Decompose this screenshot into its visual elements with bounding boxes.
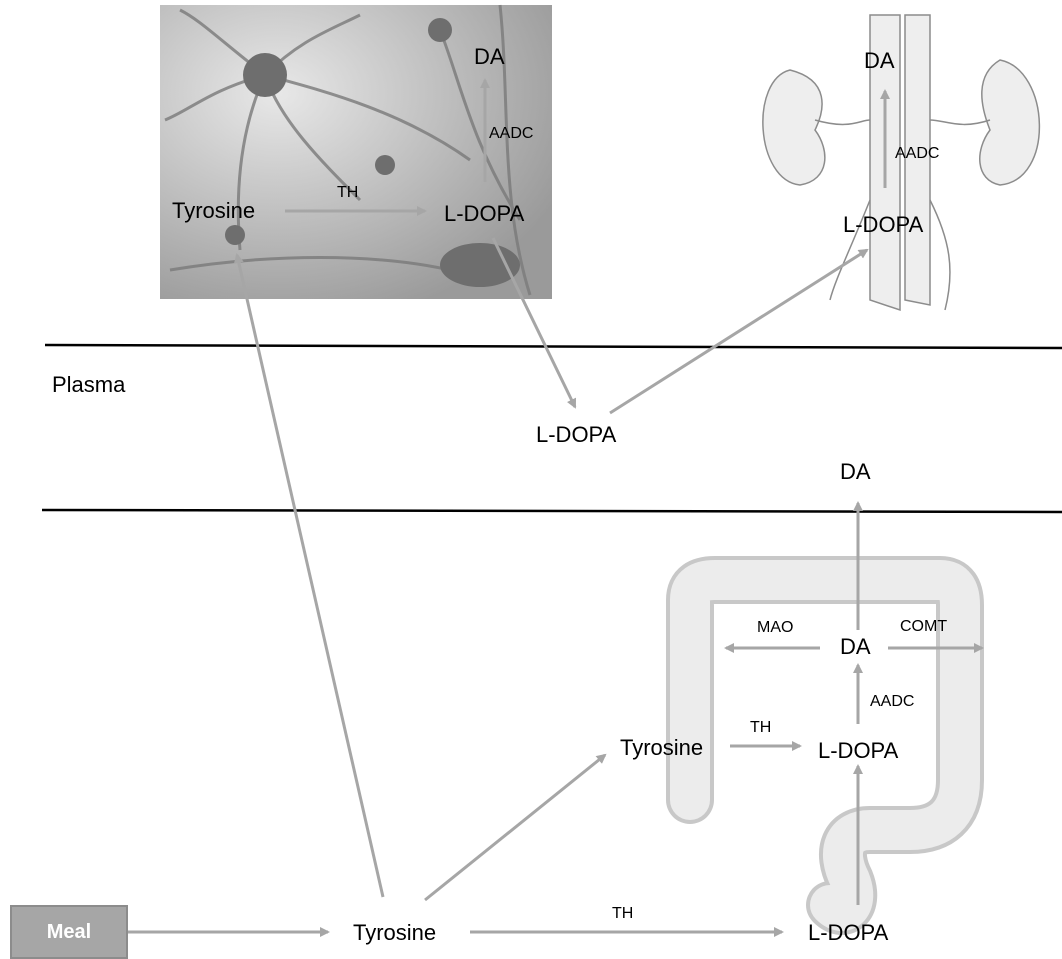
plasma-ldopa-label: L-DOPA [536, 424, 616, 446]
bottom-tyrosine-label: Tyrosine [353, 922, 436, 944]
gut-th-label: TH [750, 720, 771, 736]
gut-aadc-label: AADC [870, 694, 914, 710]
arrow-tyrosine-to-neuron [237, 255, 383, 897]
arrow-plasma-ldopa-to-kidney [610, 250, 867, 413]
plasma-compartment-label: Plasma [52, 374, 125, 396]
kidney-ldopa-label: L-DOPA [843, 214, 923, 236]
arrow-tyrosine-to-gut-tyrosine [425, 755, 605, 900]
neuron-da-label: DA [474, 46, 505, 68]
lower-divider-line [42, 510, 1062, 512]
upper-divider-line [45, 345, 1062, 348]
kidney-aadc-label: AADC [895, 146, 939, 162]
gut-ldopa-label: L-DOPA [818, 740, 898, 762]
neuron-ldopa-label: L-DOPA [444, 203, 524, 225]
kidney-illustration [763, 15, 1040, 310]
meal-label: Meal [47, 921, 91, 944]
neuron-tyrosine-label: Tyrosine [172, 200, 255, 222]
gut-da-label: DA [840, 636, 871, 658]
gut-tyrosine-label: Tyrosine [620, 737, 703, 759]
bottom-ldopa-label: L-DOPA [808, 922, 888, 944]
plasma-da-label: DA [840, 461, 871, 483]
kidney-da-label: DA [864, 50, 895, 72]
neuron-aadc-label: AADC [489, 126, 533, 142]
gut-comt-label: COMT [900, 619, 947, 635]
gut-mao-label: MAO [757, 620, 793, 636]
neuron-th-label: TH [337, 185, 358, 201]
meal-box: Meal [10, 905, 128, 959]
bottom-th-label: TH [612, 906, 633, 922]
